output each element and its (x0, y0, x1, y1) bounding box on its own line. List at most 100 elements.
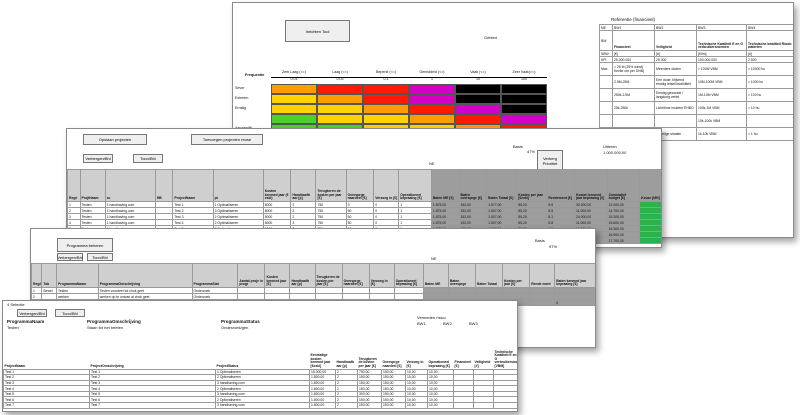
uitleren-value: 1.000.000,00 (603, 150, 627, 155)
risk-cell (455, 84, 501, 94)
risk-cell (363, 104, 409, 114)
projects-column-header: Oversprge naardeel [€] (345, 169, 375, 202)
front-cell: 10,00 (427, 402, 454, 409)
risk-cell (363, 114, 409, 124)
ref-row-code (599, 88, 613, 102)
projects-column-header: Baten oversprge [€] (458, 169, 488, 202)
frequentie-label: Frequentie (245, 73, 265, 77)
risk-cell (317, 104, 363, 114)
risk-cell (455, 104, 501, 114)
programs-column-header: Operationeel bepraaing [€] (393, 263, 424, 288)
ref-row: Max> 25 M (25% winst) Kecke om per DNB)M… (599, 62, 793, 76)
projects-column-header: Kosten kenmed jaar bepraaing [€] (574, 169, 608, 202)
front-column-header: Operationeel bepraaing [€] (428, 360, 450, 368)
ref-cell (746, 114, 793, 128)
toevoegen-projecten-button[interactable]: Toevoegen projecten reuse (191, 134, 263, 145)
programs-column-header: Oversprge naardeel [€] (341, 263, 370, 288)
ref-cell: 10M-100M VBM (696, 75, 747, 89)
verbergen-button-front[interactable]: Verbergen/Bhl (17, 309, 47, 317)
ref-row-code (599, 114, 613, 128)
ref-cell (654, 114, 697, 128)
front-cell (493, 374, 517, 381)
frequency-value: 1 (409, 77, 455, 82)
prog-status-label: ProgrammaStatus (221, 319, 260, 324)
projects-column-header: Terugkeren de kosten per jaar [€] (315, 169, 347, 202)
ref-cell: 10k-100k VBM (696, 114, 747, 128)
verbergen-button-programs[interactable]: Verbergen/Bhl (57, 253, 83, 261)
front-cell (493, 368, 517, 376)
programs-column-header: Aantal proje in progr (237, 263, 266, 288)
frequency-column-label: Vaak (<=) (470, 70, 486, 74)
front-column-header: Oversprge naardeel [€] (382, 360, 402, 368)
risk-row-label: Sever (235, 86, 245, 90)
opslaan-projecten-button[interactable]: Opslaan projecten (83, 134, 147, 145)
projects-column-header: Keuze [MH] (639, 169, 661, 202)
toon-button-projects[interactable]: Toon/Bhl (133, 154, 163, 163)
front-cell: Test 7 (89, 402, 216, 409)
front-column-header: Technische Kwaliteit E en G verbruikersn… (494, 349, 518, 368)
ref-cell: 2.5M-25M (612, 75, 655, 89)
ref-cell: Ernstig gewonde / langdurig verlet (654, 88, 697, 102)
frequency-column-label: Gemiddeld (<=) (419, 70, 445, 74)
programs-column-header: Verzoeg in [€] (368, 263, 395, 288)
ref-cell: > 1 hu (746, 127, 793, 141)
vermeden-risico-label: Vermeden risico (417, 315, 446, 320)
frequency-column-label: Zeer Laag (<=) (282, 70, 306, 74)
ref-col-header: Financieel (612, 30, 655, 51)
front-column-header: Financieel [€] (454, 360, 472, 368)
projects-column-header: Reg# (67, 169, 81, 202)
programs-column-header: ProgrammaNaam (56, 263, 99, 288)
risk-cell (409, 104, 455, 114)
frequency-value: 10 (455, 77, 501, 82)
ref-cell: Een dode, blijvend ernstig letsel/invali… (654, 75, 697, 89)
keuze-cell[interactable] (639, 237, 661, 244)
risk-cell (409, 84, 455, 94)
front-cell: 10,00 (405, 402, 428, 409)
programs-column-header: Baten Totaal (474, 263, 504, 288)
front-column-header: ProjectNaam (4, 363, 26, 368)
programs-column-header: ProgrammaStat (191, 263, 239, 288)
programma-beheren-button[interactable]: Programma beheren (57, 238, 113, 252)
sheet-projects: Opslaan projecten Toevoegen projecten re… (66, 128, 662, 248)
risk-cell (501, 114, 547, 124)
front-cell (493, 390, 517, 398)
ref-cell: 25k-250k (612, 101, 655, 115)
toon-button-front[interactable]: Toon/Bhl (55, 309, 85, 317)
projects-column-header: HB (154, 169, 174, 202)
ref-row-code (599, 101, 613, 115)
front-column-header: ProjectStatus (216, 363, 239, 368)
ref-col-header: Technische kwaliteit Rioolr. waterlen (746, 30, 793, 51)
programs-column-header: Reg# (31, 263, 43, 288)
front-cell (453, 402, 474, 409)
front-cell (493, 396, 517, 404)
risk-cell (317, 94, 363, 104)
risk-cell (271, 114, 317, 124)
gebied-label: Gebied (484, 35, 497, 40)
verbergen-button-projects[interactable]: Verbergen/Bhl (83, 154, 113, 163)
risk-row-label: Extreem (235, 96, 249, 100)
programs-column-header: Terugkeren de kosten per jaar [€] (314, 263, 343, 288)
programs-column-header: Baten ME (422, 263, 449, 288)
basis-value-programs: 97% (549, 244, 558, 249)
projects-column-header: Baten Totaal [€] (486, 169, 518, 202)
ref-cell (612, 114, 655, 128)
risk-cell (409, 94, 455, 104)
frequency-column-label: Laag (<=) (332, 70, 348, 74)
projects-cell: 17.700,00 (606, 237, 641, 244)
projects-column-header: ProjtNaam (79, 169, 106, 202)
projects-column-header: Kosten kenmed jaar (€ exkl) (262, 169, 292, 202)
inrichten-tool-button[interactable]: Inrichten Tool (285, 20, 350, 42)
front-cell: Test 7 (3, 402, 90, 409)
toon-button-programs[interactable]: Toon/Bhl (87, 253, 113, 261)
front-bw-header: BW3 (469, 321, 478, 326)
projects-column-header: Operationeel bepraaing [€] (398, 169, 432, 202)
ref-row: 10k-100k VBM (599, 114, 793, 128)
programs-column-header: Kosten per jaar [€] (502, 263, 531, 288)
